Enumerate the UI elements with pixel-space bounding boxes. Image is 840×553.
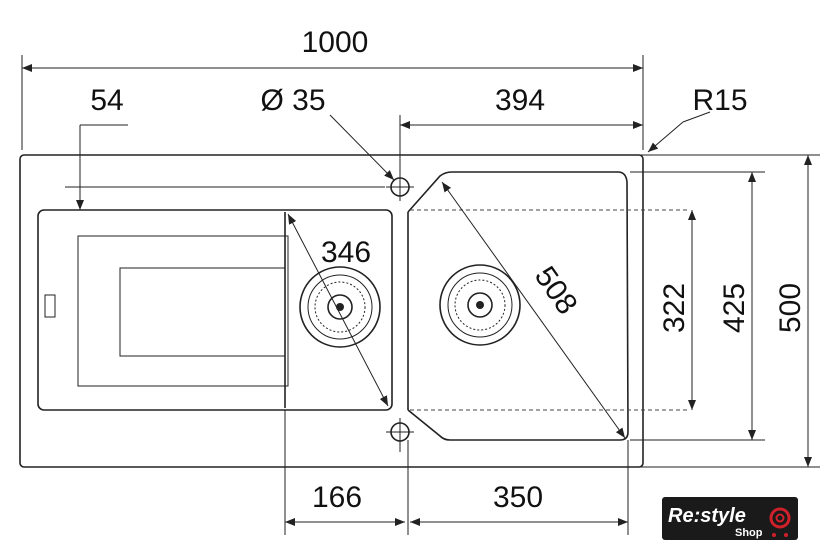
dim-drainer-offset: 54: [90, 84, 123, 117]
dim-bowl-offset: 394: [495, 84, 545, 117]
overflow: [44, 294, 56, 318]
tap-hole-icons: [386, 173, 414, 452]
dim-total-width: 1000: [302, 26, 369, 59]
dim-tap-hole: Ø 35: [260, 84, 325, 117]
restyle-shop-logo: Re:style Shop: [662, 497, 798, 540]
dim-bowl-inner-depth: 322: [658, 283, 691, 333]
dim-small-bowl-width: 166: [312, 481, 362, 514]
drainer-area: [37, 209, 393, 411]
drain-large-icon: [439, 264, 521, 346]
dim-corner-radius: R15: [692, 84, 747, 117]
drain-small-icon: [299, 266, 381, 348]
dim-small-bowl-diagonal: 346: [321, 236, 371, 269]
dimension-lines: [21, 55, 820, 535]
dimension-labels: 1000 54 Ø 35 394 R15 346 508 322 425 500…: [90, 26, 807, 514]
dim-total-depth: 500: [774, 283, 807, 333]
logo-name: Re:style: [668, 505, 746, 527]
dim-large-bowl-width: 350: [493, 481, 543, 514]
dim-large-bowl-diagonal: 508: [528, 261, 584, 321]
logo-sub: Shop: [735, 527, 763, 539]
large-bowl: [407, 171, 629, 441]
dim-bowl-depth: 425: [718, 283, 751, 333]
sink-outline: [19, 154, 690, 468]
